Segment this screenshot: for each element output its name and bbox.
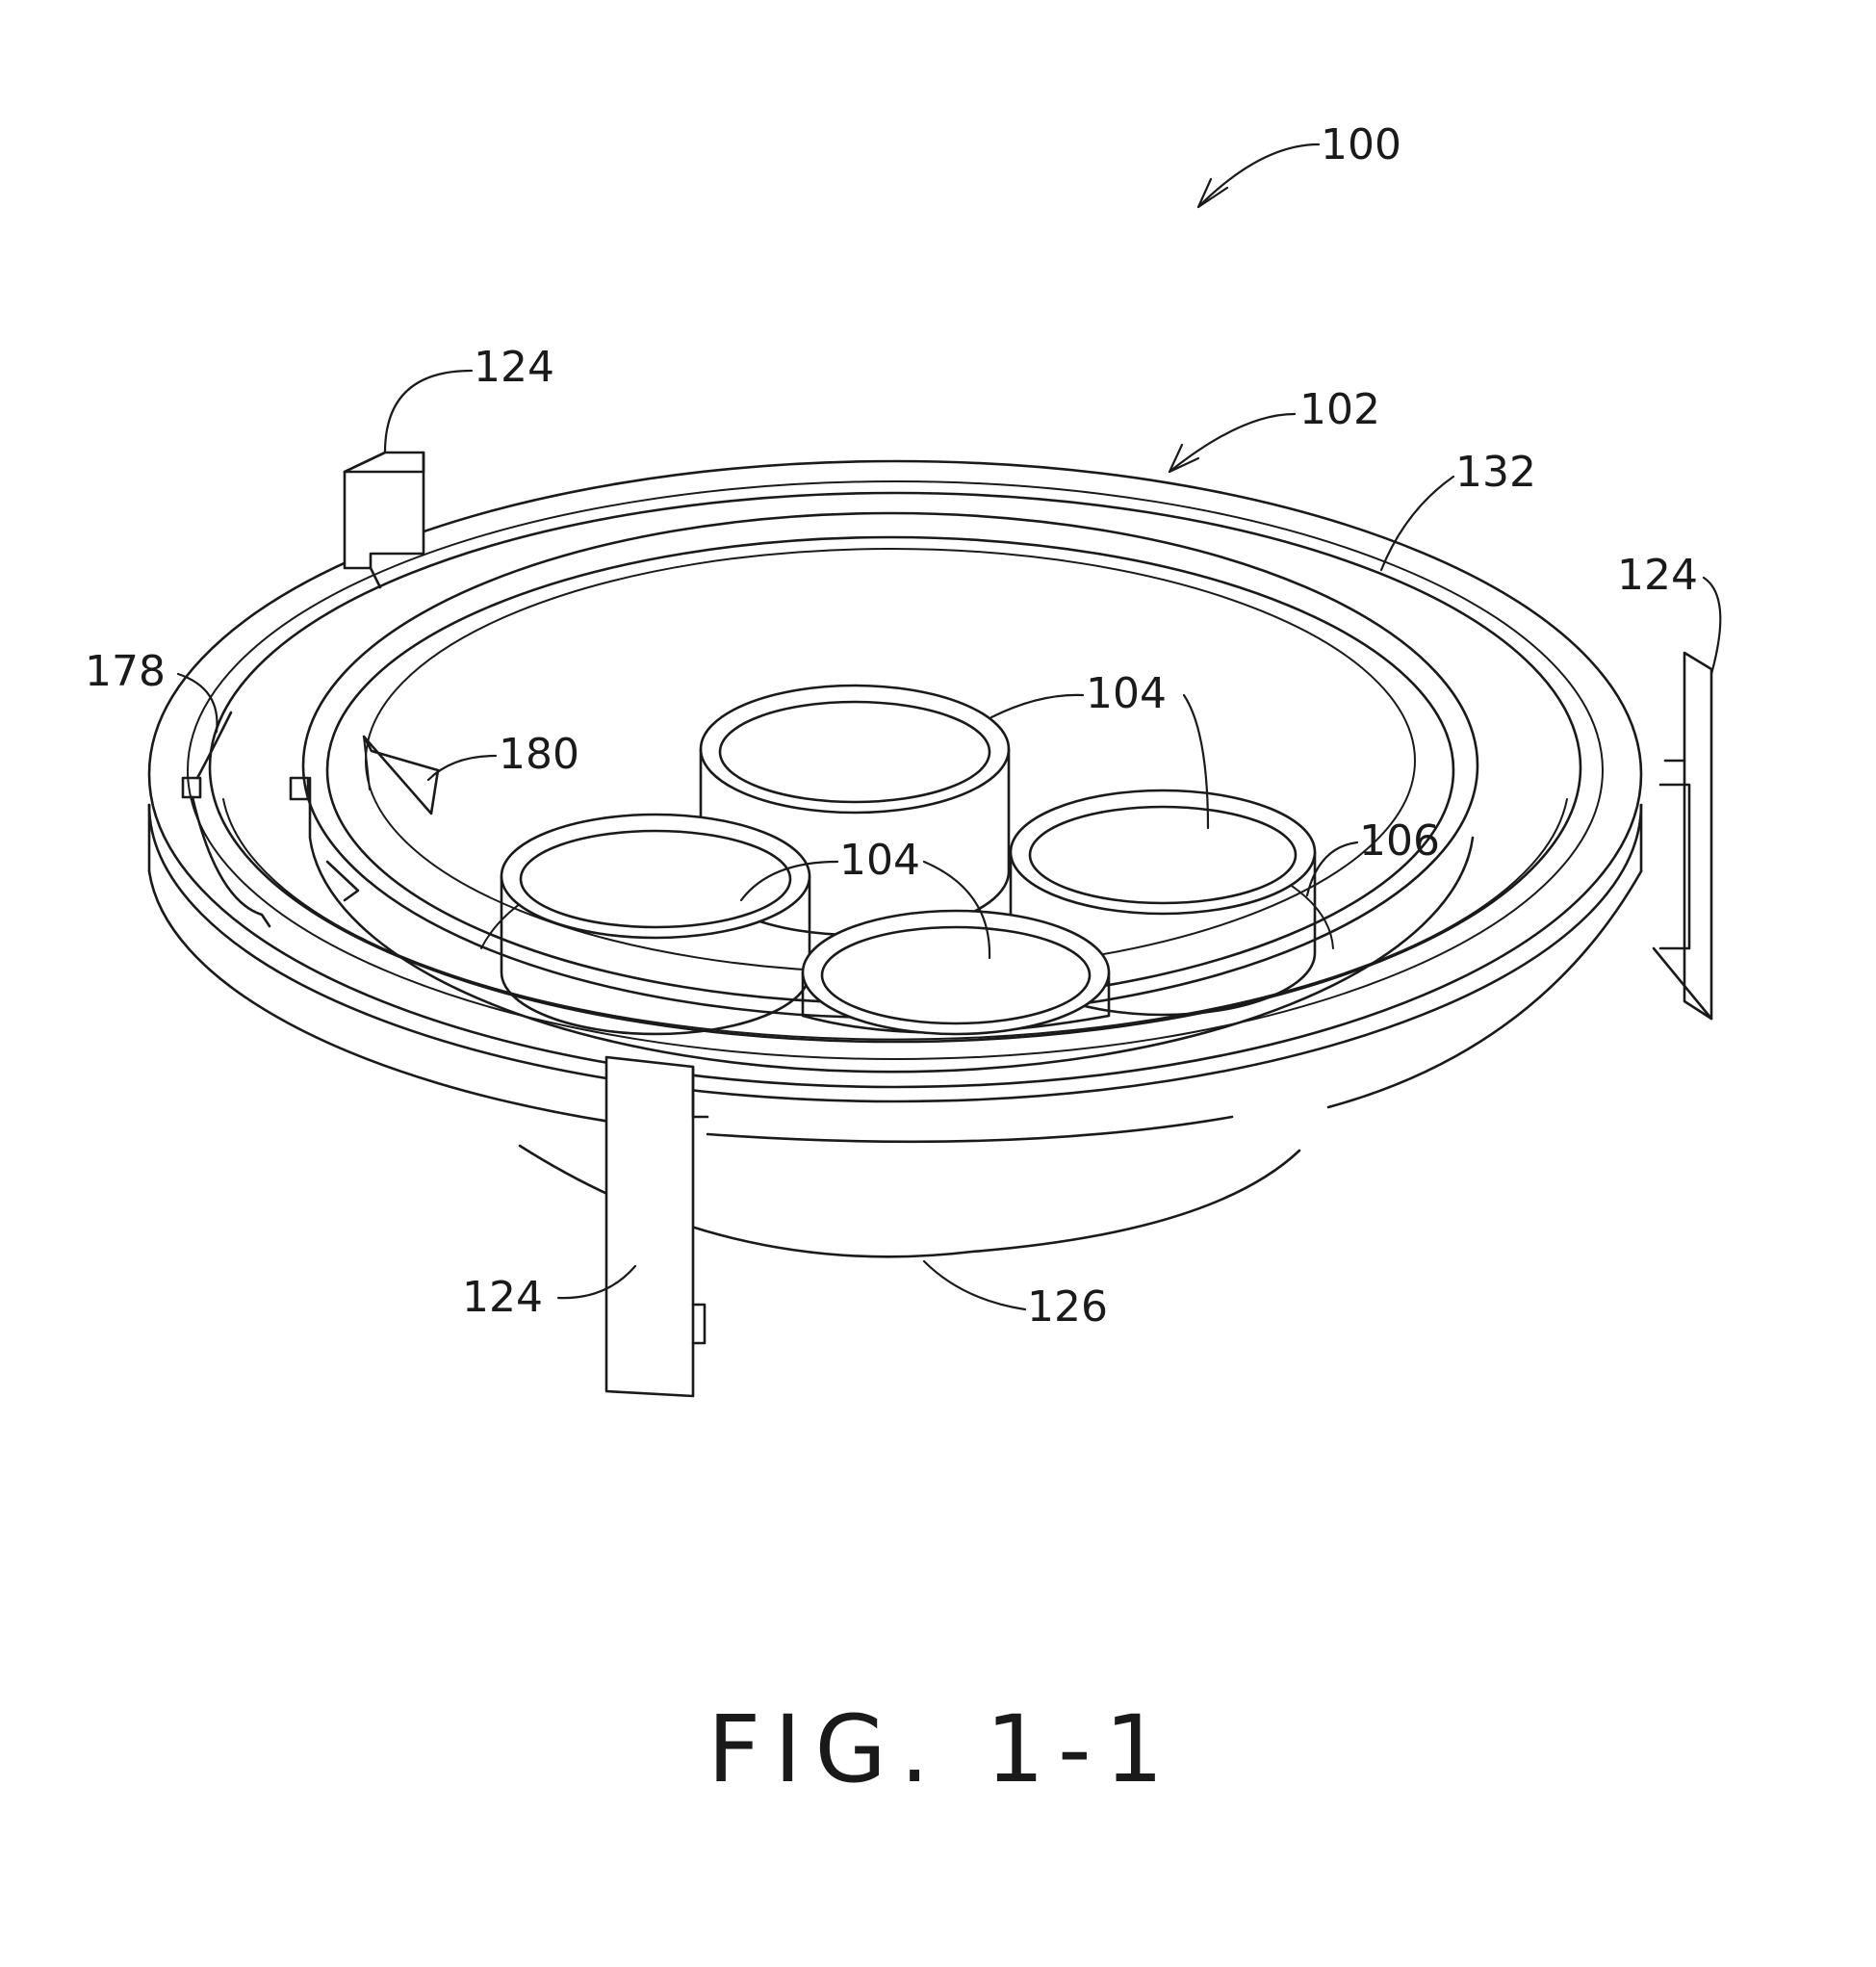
ref-104-top: 104 — [1086, 669, 1167, 718]
figure-caption: FIG. 1-1 — [707, 1695, 1177, 1803]
mount-tab-124-right — [1654, 653, 1711, 1019]
mount-tab-124-top-left — [345, 453, 424, 587]
ref-178: 178 — [85, 647, 166, 696]
mount-tab-124-bottom — [606, 1057, 707, 1396]
ref-180: 180 — [499, 730, 579, 779]
ref-100: 100 — [1321, 120, 1401, 169]
ref-126: 126 — [1027, 1282, 1108, 1332]
cup-104-front — [803, 911, 1109, 1034]
cup-104-left — [501, 815, 810, 1034]
leader-lines — [178, 144, 1720, 1309]
ref-106: 106 — [1359, 816, 1440, 866]
ref-124-right: 124 — [1617, 551, 1698, 600]
ref-124-top-left: 124 — [474, 343, 554, 392]
ref-124-bottom: 124 — [462, 1273, 543, 1322]
ref-104-left: 104 — [839, 836, 920, 885]
ref-102: 102 — [1299, 385, 1380, 434]
ref-132: 132 — [1455, 448, 1536, 497]
reference-numerals: 100 102 132 124 124 178 180 104 104 106 … — [85, 120, 1698, 1332]
